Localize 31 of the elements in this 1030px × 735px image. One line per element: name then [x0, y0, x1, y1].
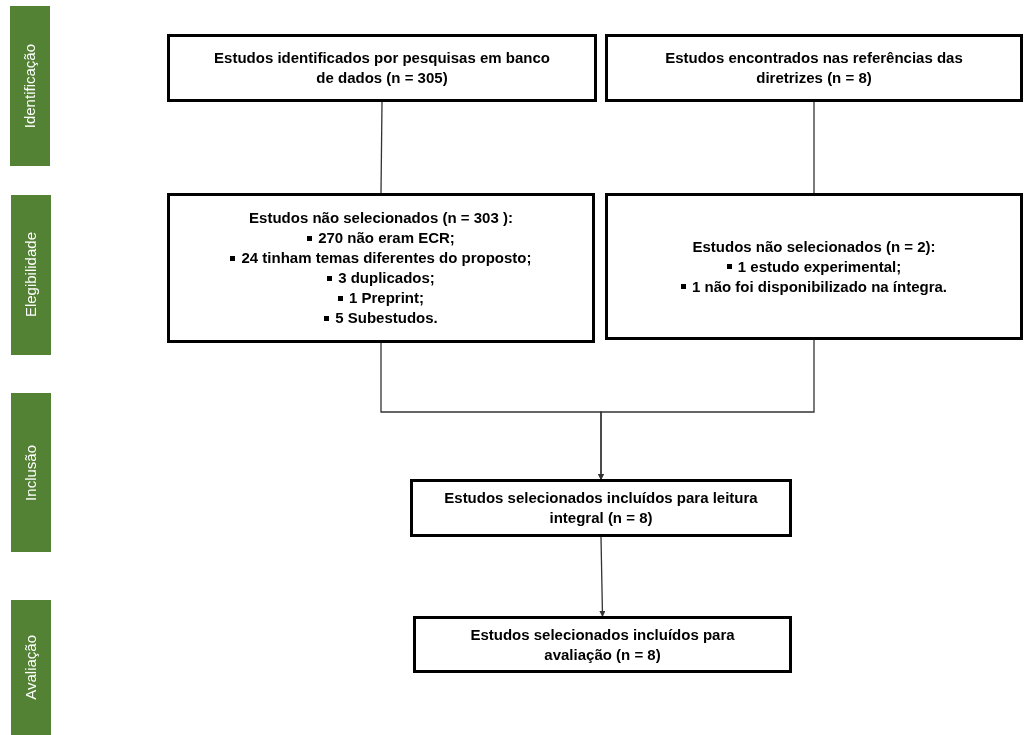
phase-band	[11, 195, 51, 355]
process-box	[167, 34, 597, 102]
process-box	[167, 193, 595, 343]
process-box	[605, 193, 1023, 340]
phase-label: Identificação	[19, 43, 39, 129]
process-box	[413, 616, 792, 673]
box-text: Estudos identificados por pesquisas em banco de dados (n = 305)	[213, 48, 551, 88]
bullet-text: 270 não eram ECR;	[318, 228, 455, 248]
bullet-text: 24 tinham temas diferentes do proposto;	[241, 248, 532, 268]
phase-band	[11, 600, 51, 735]
bullet-text: 3 duplicados;	[338, 268, 435, 288]
phase-label: Inclusão	[20, 444, 40, 501]
bullet-text: 1 Preprint;	[349, 288, 424, 308]
box-text: Estudos não selecionados (n = 2):	[692, 236, 936, 257]
process-box	[410, 479, 792, 537]
bullet-text: 5 Subestudos.	[335, 308, 438, 328]
box-text: Estudos não selecionados (n = 303 ):	[249, 208, 513, 228]
phase-band	[10, 6, 50, 166]
bullet-text: 1 estudo experimental;	[737, 256, 902, 277]
connector-line	[599, 536, 606, 617]
box-text: Estudos encontrados nas referências das diretrizes (n = 8)	[664, 48, 964, 88]
connector-line	[813, 101, 815, 194]
phase-label: Elegibilidade	[20, 232, 40, 318]
box-text: Estudos selecionados incluídos para avaliação (n = 8)	[469, 624, 736, 665]
connector-line	[598, 339, 815, 480]
box-text: Estudos selecionados incluídos para leitura integral (n = 8)	[443, 488, 759, 528]
phase-band	[11, 393, 51, 552]
bullet-text: 1 não foi disponibilizado na íntegra.	[692, 276, 947, 297]
phase-label: Avaliação	[20, 635, 40, 700]
connector-line	[380, 101, 383, 194]
process-box	[605, 34, 1023, 102]
